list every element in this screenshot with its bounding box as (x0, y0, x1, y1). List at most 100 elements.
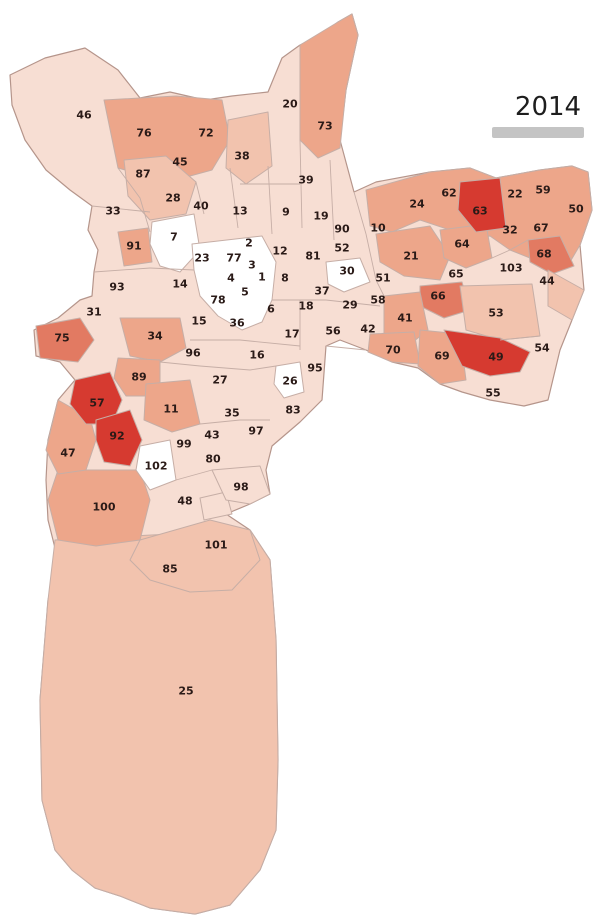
district-boundary-line (117, 167, 151, 233)
district-label-38: 38 (234, 150, 249, 163)
region-34 (119, 317, 187, 363)
district-boundary-line (509, 239, 529, 251)
district-boundary-line (499, 335, 541, 341)
district-label-50: 50 (568, 203, 584, 216)
district-label-22: 22 (507, 188, 522, 201)
district-label-95: 95 (307, 362, 322, 375)
district-boundary-line (199, 365, 251, 371)
district-boundary-line (325, 299, 381, 307)
district-boundary-line (329, 159, 335, 241)
region-85-101 (129, 519, 261, 593)
district-label-5: 5 (241, 286, 249, 299)
district-label-15: 15 (191, 315, 206, 328)
district-label-31: 31 (86, 306, 101, 319)
district-label-27: 27 (212, 374, 227, 387)
district-label-14: 14 (172, 278, 188, 291)
district-label-53: 53 (488, 307, 503, 320)
district-boundary-line (491, 249, 511, 259)
district-label-64: 64 (454, 238, 470, 251)
district-boundary-line (159, 361, 201, 367)
district-label-58: 58 (370, 294, 385, 307)
region-49 (443, 329, 531, 377)
district-label-55: 55 (485, 387, 500, 400)
district-label-37: 37 (314, 285, 329, 298)
district-label-68: 68 (536, 248, 551, 261)
region-73 (299, 13, 359, 159)
district-label-85: 85 (162, 563, 177, 576)
district-label-8: 8 (281, 272, 289, 285)
region-7 (149, 213, 201, 273)
district-boundary-line (353, 191, 367, 235)
region-11 (143, 379, 201, 433)
region-75 (35, 317, 95, 363)
region-91 (117, 227, 153, 267)
district-label-93: 93 (109, 281, 124, 294)
region-south-25 (39, 529, 279, 915)
district-boundary-line (175, 469, 213, 481)
map-year-label: 2014 (514, 92, 582, 122)
district-boundary-line (249, 365, 277, 371)
district-label-34: 34 (147, 330, 163, 343)
district-label-39: 39 (298, 174, 313, 187)
district-label-26: 26 (282, 375, 298, 388)
district-label-47: 47 (60, 447, 75, 460)
district-label-62: 62 (441, 187, 456, 200)
district-label-49: 49 (488, 351, 503, 364)
district-label-1: 1 (258, 271, 266, 284)
district-label-78: 78 (210, 294, 225, 307)
district-label-63: 63 (472, 205, 487, 218)
region-44 (547, 269, 585, 321)
district-label-83: 83 (285, 404, 300, 417)
district-label-21: 21 (403, 250, 418, 263)
district-label-103: 103 (500, 262, 523, 275)
district-label-42: 42 (360, 323, 375, 336)
district-label-57: 57 (89, 397, 104, 410)
district-label-100: 100 (93, 501, 116, 514)
region-98 (211, 465, 271, 505)
district-label-40: 40 (193, 200, 209, 213)
district-label-13: 13 (232, 205, 247, 218)
region-central-core (191, 235, 277, 331)
district-label-67: 67 (533, 222, 548, 235)
district-label-72: 72 (198, 127, 213, 140)
district-label-18: 18 (298, 300, 313, 313)
district-label-36: 36 (229, 317, 245, 330)
district-label-35: 35 (224, 407, 239, 420)
district-label-66: 66 (430, 290, 446, 303)
district-label-70: 70 (385, 344, 401, 357)
district-boundary-line (375, 279, 385, 297)
district-label-81: 81 (305, 250, 320, 263)
district-boundary-line (365, 233, 377, 281)
district-boundary-line (195, 181, 205, 215)
region-70 (367, 331, 421, 365)
district-boundary-line (325, 345, 367, 351)
district-label-28: 28 (165, 192, 180, 205)
district-label-80: 80 (205, 453, 221, 466)
district-label-25: 25 (178, 685, 193, 698)
district-label-96: 96 (185, 347, 201, 360)
district-boundary-line (239, 339, 301, 347)
district-label-89: 89 (131, 371, 146, 384)
district-label-59: 59 (535, 184, 550, 197)
district-boundary-line (229, 167, 239, 229)
district-boundary-line (91, 205, 151, 213)
region-26 (273, 361, 305, 399)
district-label-32: 32 (502, 224, 517, 237)
district-label-69: 69 (434, 350, 449, 363)
district-label-44: 44 (539, 275, 555, 288)
district-label-98: 98 (233, 481, 248, 494)
district-label-102: 102 (145, 460, 168, 473)
district-label-56: 56 (325, 325, 341, 338)
district-label-19: 19 (313, 210, 328, 223)
district-label-43: 43 (204, 429, 219, 442)
district-label-2: 2 (245, 237, 253, 250)
district-label-73: 73 (317, 120, 332, 133)
district-label-91: 91 (126, 240, 141, 253)
district-boundary-line (267, 165, 273, 235)
district-label-76: 76 (136, 127, 152, 140)
district-boundary-line (93, 267, 151, 273)
district-label-20: 20 (282, 98, 298, 111)
district-label-90: 90 (334, 223, 350, 236)
region-38 (225, 111, 273, 185)
